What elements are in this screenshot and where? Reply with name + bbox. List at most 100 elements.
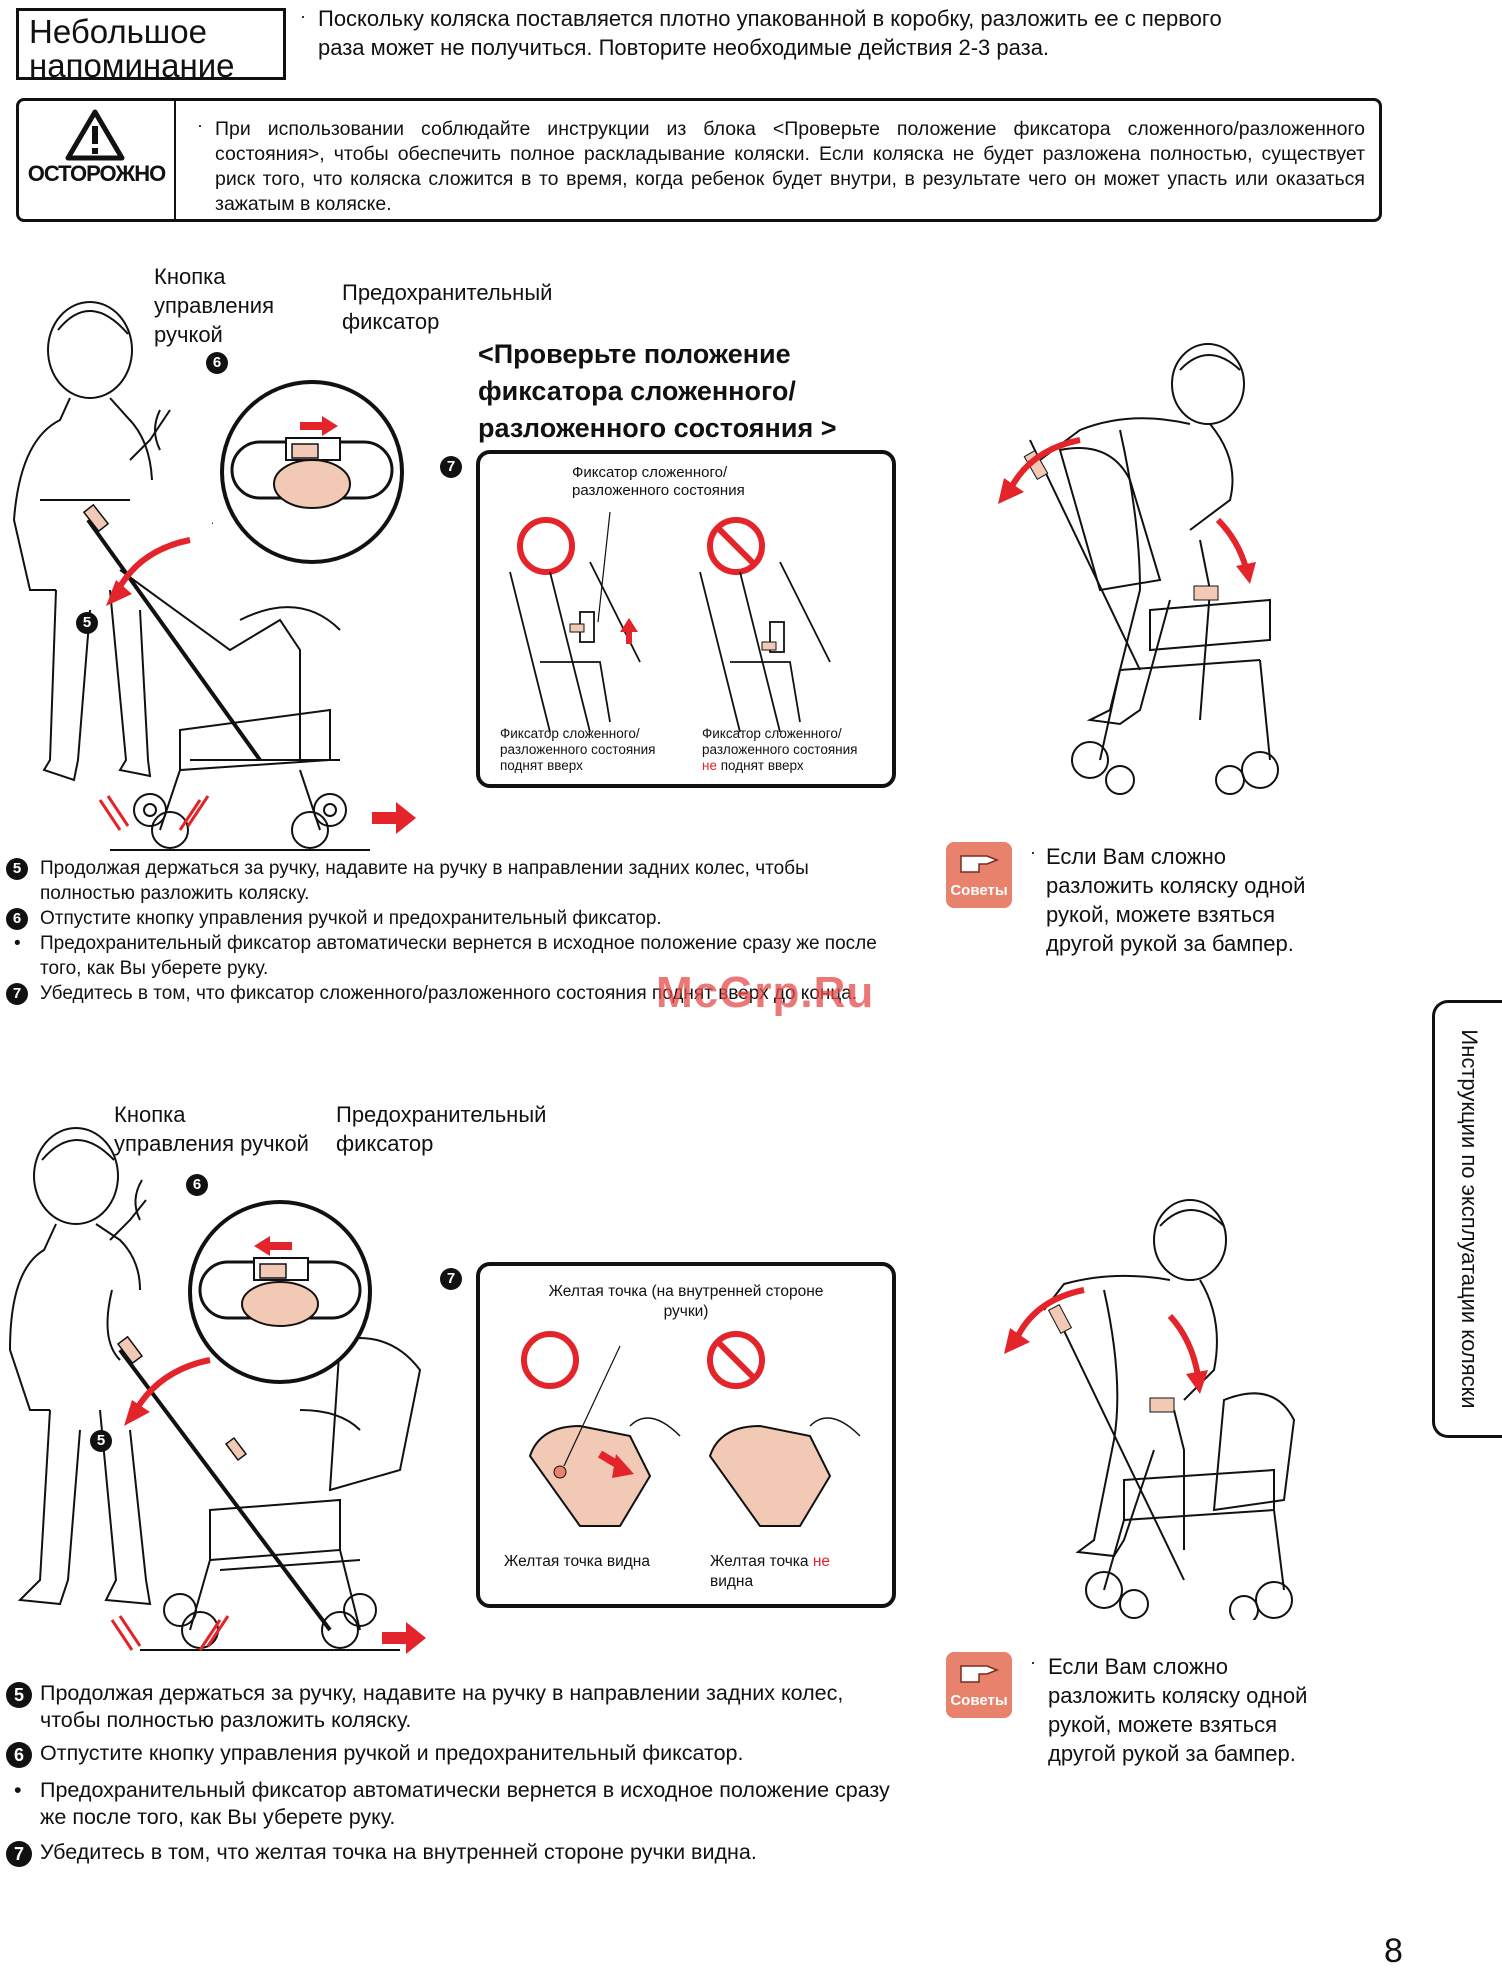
s1-label-handle-button-l2: управления [154, 293, 274, 318]
s1-panel-ng-caption-l2: разложенного состояния [702, 742, 858, 757]
s1-tips-text: Если Вам сложно разложить коляску одной … [1046, 842, 1305, 958]
s1-step-5-num: 5 [6, 858, 28, 880]
s2-label-handle-button: Кнопка управления ручкой [114, 1100, 309, 1158]
s2-tips-label: Советы [950, 1692, 1008, 1709]
s1-tips-text-l3: рукой, можете взяться [1046, 902, 1276, 927]
s1-badge-5-stroller: 5 [76, 612, 98, 634]
caution-bullet: · [197, 115, 203, 135]
s2-yellow-dot-panel: Желтая точка (на внутренней стороне ручк… [476, 1262, 896, 1608]
s1-step-6: 6 Отпустите кнопку управления ручкой и пр… [6, 906, 896, 931]
s2-label-safety-lock-l2: фиксатор [336, 1131, 434, 1156]
s2-badge-7-panel: 7 [440, 1268, 462, 1290]
s1-label-handle-button-l3: ручкой [154, 322, 223, 347]
s1-panel-lock-diagram [509, 512, 831, 733]
s2-panel-ok-caption: Желтая точка видна [504, 1553, 650, 1570]
s1-step-note-bullet: • [14, 933, 21, 954]
s2-step-note-text: Предохранительный фиксатор автоматически… [40, 1778, 890, 1829]
s1-panel-ng-caption-l3: не поднят вверх [702, 758, 857, 774]
s2-label-safety-lock-l1: Предохранительный [336, 1102, 547, 1127]
s1-steps-list: 5 Продолжая держаться за ручку, надавите … [6, 856, 896, 1006]
s1-tips-badge: Советы [946, 842, 1012, 908]
s1-tips-label: Советы [950, 882, 1008, 899]
s2-label-handle-button-l2: управления ручкой [114, 1131, 309, 1156]
s1-label-safety-lock-l1: Предохранительный [342, 280, 553, 305]
s2-tips-badge: Советы [946, 1652, 1012, 1718]
ok-circle-icon [517, 517, 575, 575]
s1-label-handle-button: Кнопка управления ручкой [154, 262, 274, 349]
s1-check-heading-l2: фиксатора сложенного/ [478, 376, 796, 406]
s2-step-5-text: Продолжая держаться за ручку, надавите н… [40, 1681, 844, 1732]
reminder-label-line1: Небольшое [29, 13, 207, 50]
side-tab: Инструкции по эксплуатации коляски [1432, 1000, 1502, 1438]
s2-tips-text-l2: разложить коляску одной [1048, 1683, 1308, 1708]
caution-icon-cell: ОСТОРОЖНО [19, 101, 176, 219]
s2-panel-title-l2: ручки) [663, 1303, 709, 1320]
page-number: 8 [1384, 1932, 1403, 1970]
s1-step-7-num: 7 [6, 983, 28, 1005]
pointing-hand-icon [960, 855, 1000, 873]
s2-panel-title: Желтая точка (на внутренней стороне ручк… [480, 1282, 892, 1322]
watermark: McGrp.Ru [656, 968, 875, 1017]
s1-step-5-text: Продолжая держаться за ручку, надавите н… [40, 858, 809, 904]
caution-text: При использовании соблюдайте инструкции … [215, 118, 1365, 215]
warning-triangle-icon [65, 109, 125, 161]
s1-parent-holding-bumper-illustration [998, 343, 1279, 795]
s2-step-6-num: 6 [6, 1742, 32, 1768]
s2-panel-title-l1: Желтая точка (на внутренней стороне [548, 1283, 824, 1300]
s1-step-6-num: 6 [6, 908, 28, 930]
s2-panel-ng-rest: видна [710, 1573, 754, 1590]
s2-panel-ng-caption: Желтая точка не видна [710, 1552, 880, 1592]
s1-panel-title: Фиксатор сложенного/ разложенного состоя… [572, 464, 745, 500]
reminder-text: Поскольку коляска поставляется плотно уп… [318, 6, 1222, 60]
caution-label: ОСТОРОЖНО [27, 161, 167, 186]
s1-tips-text-l4: другой рукой за бампер. [1046, 931, 1294, 956]
s1-panel-ng-not: не [702, 758, 717, 773]
caution-box: ОСТОРОЖНО · При использовании соблюдайте… [16, 98, 1382, 222]
s1-check-heading: <Проверьте положение фиксатора сложенног… [478, 336, 837, 447]
s2-tips-text-l4: другой рукой за бампер. [1048, 1741, 1296, 1766]
s1-panel-ng-caption: Фиксатор сложенного/ разложенного состоя… [702, 726, 857, 774]
s2-panel-ng-pre: Желтая точка [710, 1553, 813, 1570]
s1-step-note-text: Предохранительный фиксатор автоматически… [40, 933, 877, 979]
s2-step-note: •Предохранительный фиксатор автоматическ… [6, 1777, 896, 1831]
s1-panel-ok-caption-l3: поднят вверх [500, 758, 583, 773]
s1-step-7: 7 Убедитесь в том, что фиксатор сложенног… [6, 981, 896, 1006]
s1-label-safety-lock: Предохранительный фиксатор [342, 278, 552, 336]
s1-step-7-text: Убедитесь в том, что фиксатор сложенного… [40, 983, 858, 1004]
s1-panel-title-l2: разложенного состояния [572, 482, 745, 499]
s2-label-safety-lock: Предохранительный фиксатор [336, 1100, 546, 1158]
s2-tips-bullet: · [1030, 1652, 1036, 1672]
s2-handle-zoom-illustration [188, 1200, 372, 1384]
s2-step-6: 6 Отпустите кнопку управления ручкой и пр… [6, 1740, 896, 1768]
s1-label-safety-lock-l2: фиксатор [342, 309, 440, 334]
s1-tips-text-l1: Если Вам сложно [1046, 844, 1226, 869]
s2-step-6-text: Отпустите кнопку управления ручкой и пре… [40, 1741, 744, 1765]
ok-circle-icon [521, 1331, 579, 1389]
s1-panel-ng-rest: поднят вверх [716, 758, 804, 773]
s1-badge-7-panel: 7 [440, 456, 462, 478]
s1-badge-6-zoom: 6 [206, 352, 228, 374]
s1-tips-text-l2: разложить коляску одной [1046, 873, 1306, 898]
s1-step-note: • Предохранительный фиксатор автоматическ… [6, 931, 896, 981]
s1-check-heading-l1: <Проверьте положение [478, 339, 791, 369]
s1-check-heading-l3: разложенного состояния > [478, 413, 837, 443]
s2-steps-list: 5 Продолжая держаться за ручку, надавите … [6, 1680, 896, 1867]
side-tab-label: Инструкции по эксплуатации коляски [1456, 1029, 1482, 1409]
s1-label-handle-button-l1: Кнопка [154, 264, 226, 289]
s1-panel-ok-caption: Фиксатор сложенного/ разложенного состоя… [500, 726, 655, 774]
s2-step-7-text: Убедитесь в том, что желтая точка на вну… [40, 1840, 757, 1864]
s1-parent-unfolding-stroller-illustration [12, 301, 416, 851]
s2-badge-6-zoom: 6 [186, 1174, 208, 1196]
s1-step-6-text: Отпустите кнопку управления ручкой и пре… [40, 908, 662, 929]
s2-tips-text-l1: Если Вам сложно [1048, 1654, 1228, 1679]
s2-step-5-num: 5 [6, 1682, 32, 1708]
s2-panel-ng-not: не [812, 1553, 831, 1570]
s2-tips-text: Если Вам сложно разложить коляску одной … [1048, 1652, 1307, 1768]
s2-label-handle-button-l1: Кнопка [114, 1102, 186, 1127]
s1-step-5: 5 Продолжая держаться за ручку, надавите … [6, 856, 896, 906]
s1-panel-ng-caption-l1: Фиксатор сложенного/ [702, 726, 842, 741]
s1-panel-ok-caption-l2: разложенного состояния [500, 742, 656, 757]
pointing-hand-icon [960, 1665, 1000, 1683]
reminder-bullet: · [300, 6, 306, 26]
s2-panel-yellow-dot-diagram [521, 1331, 861, 1527]
